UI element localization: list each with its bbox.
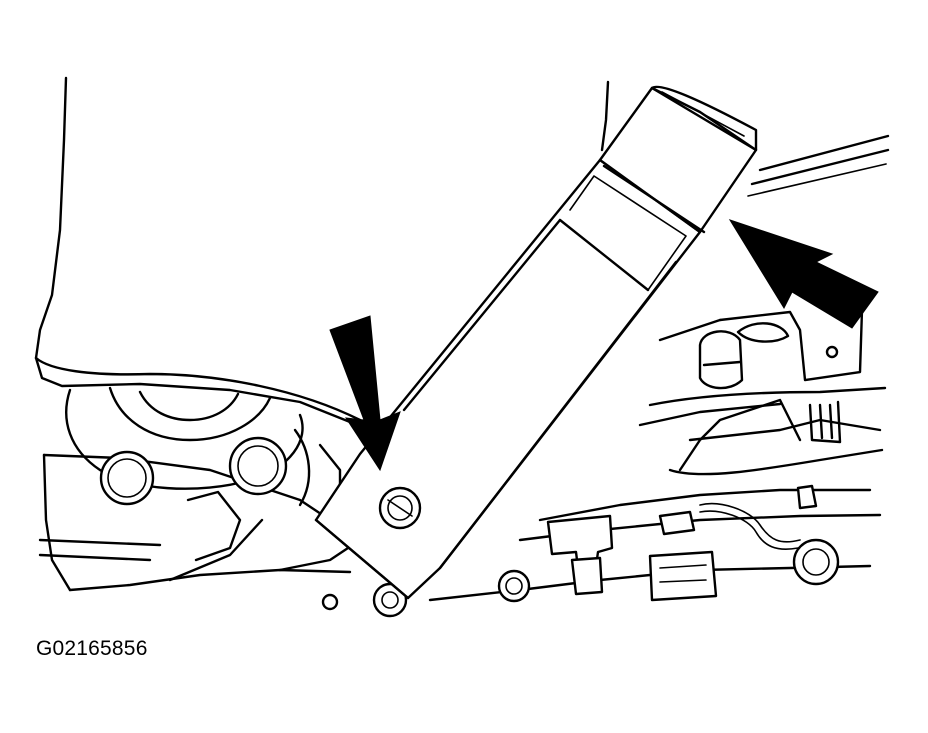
seat-belt-buckle	[314, 85, 758, 600]
seat-frame	[38, 453, 362, 592]
seat-adjuster-bracket	[638, 303, 887, 476]
recliner-mechanism	[65, 386, 342, 507]
wiring-harness	[546, 484, 818, 602]
figure-code: G02165856	[36, 637, 148, 660]
frame-fasteners	[321, 538, 840, 618]
arrow-up-left-icon	[728, 219, 879, 329]
arrow-down-icon	[329, 315, 401, 472]
